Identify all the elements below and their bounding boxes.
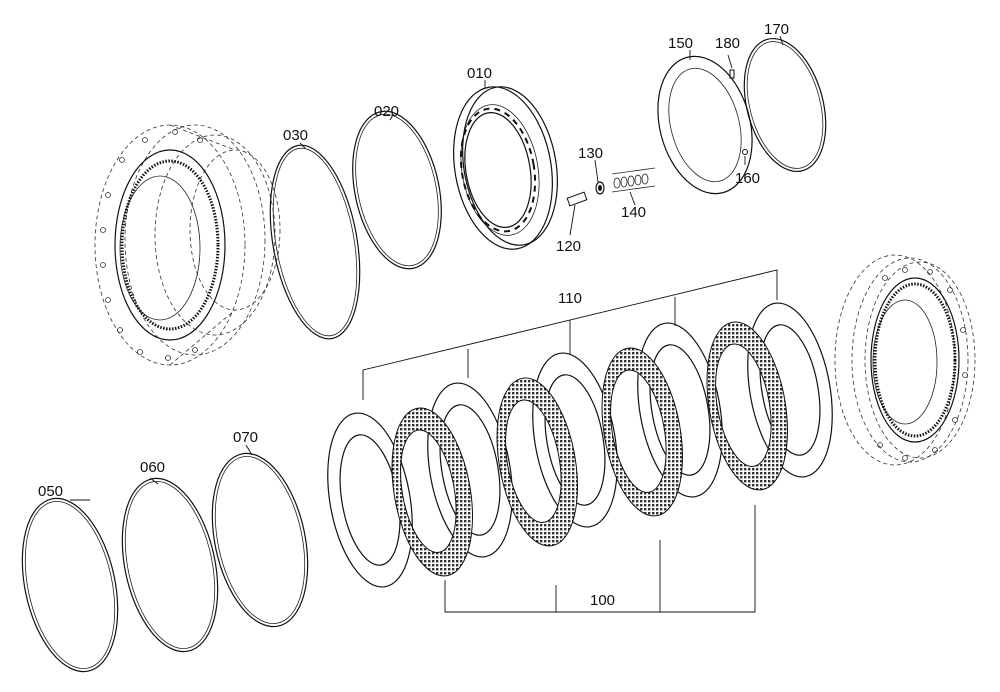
label-060: 060: [140, 459, 165, 476]
label-020: 020: [374, 103, 399, 120]
label-160: 160: [735, 170, 760, 187]
label-180: 180: [715, 35, 740, 52]
label-050: 050: [38, 483, 63, 500]
pin-120: [566, 191, 588, 207]
left-housing: [94, 124, 281, 366]
friction-plate-4: [706, 321, 788, 491]
friction-plate-2: [496, 377, 578, 547]
right-housing: [834, 254, 976, 466]
label-130: 130: [578, 145, 603, 162]
friction-plate-3: [601, 347, 683, 517]
steel-plate-3: [532, 352, 618, 528]
label-140: 140: [621, 204, 646, 221]
ring-030: [269, 144, 361, 340]
pin-180: [729, 69, 735, 79]
leader-lines: [70, 35, 784, 613]
ring-070: [211, 452, 309, 628]
pin-160: [742, 149, 748, 155]
label-150: 150: [668, 35, 693, 52]
piston-010: [453, 86, 558, 250]
snap-ring-170: [743, 37, 827, 173]
spring-140: [611, 167, 656, 193]
label-100: 100: [590, 592, 615, 609]
label-120: 120: [556, 238, 581, 255]
label-110: 110: [558, 290, 582, 307]
label-170: 170: [764, 21, 789, 38]
label-010: 010: [467, 65, 492, 82]
label-070: 070: [233, 429, 258, 446]
steel-plate-5: [747, 302, 833, 478]
washer-130: [595, 181, 605, 195]
ring-050: [21, 497, 119, 673]
steel-plate-2: [427, 382, 513, 558]
friction-plate-1: [391, 407, 473, 577]
label-030: 030: [283, 127, 308, 144]
ring-020: [352, 110, 442, 270]
part-labels: 030 020 010 120 130 140 150 180 160 170 …: [38, 21, 789, 609]
steel-plate-4: [637, 322, 723, 498]
